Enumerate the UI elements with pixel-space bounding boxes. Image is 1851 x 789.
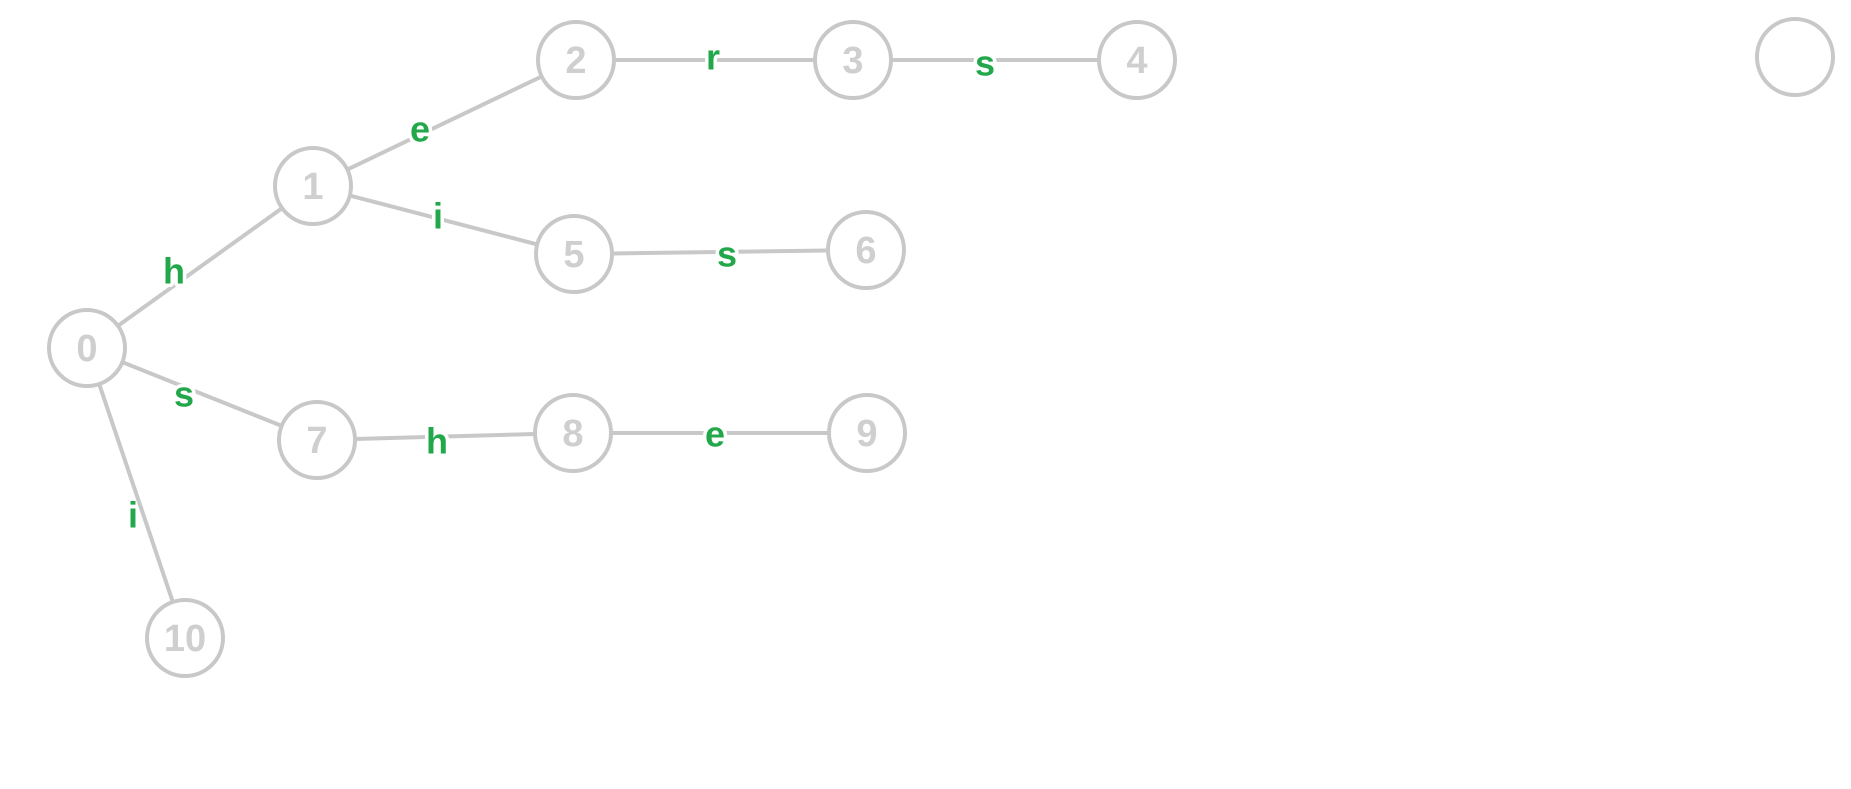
graph-node[interactable]: 9 <box>827 393 907 473</box>
graph-node-circle[interactable] <box>534 214 614 294</box>
graph-edge <box>97 383 175 603</box>
graph-node[interactable]: 2 <box>536 20 616 100</box>
graph-node[interactable]: 10 <box>145 598 225 678</box>
graph-node-label: 3 <box>842 40 863 82</box>
graph-edge-label: s <box>975 43 995 84</box>
graph-edge-label: s <box>717 234 737 275</box>
graph-edge-label: h <box>163 251 185 292</box>
graph-edge <box>354 432 536 441</box>
graph-node-label: 0 <box>76 328 97 370</box>
graph-edge <box>116 206 284 328</box>
graph-edge <box>346 74 543 172</box>
graph-edge <box>349 193 538 247</box>
graph-edge <box>611 248 829 256</box>
graph-node[interactable]: 3 <box>813 20 893 100</box>
graph-node[interactable]: 7 <box>277 400 357 480</box>
graph-node-label: 8 <box>562 413 583 455</box>
graph-node-label: 5 <box>563 234 584 276</box>
graph-node[interactable]: 8 <box>533 393 613 473</box>
nodes-layer: 0 1 2 3 4 5 6 7 8 9 10 <box>47 17 1835 678</box>
graph-node[interactable]: 6 <box>826 210 906 290</box>
graph-edge-label: i <box>433 196 443 237</box>
graph-edge <box>121 360 283 428</box>
graph-node-circle[interactable] <box>533 393 613 473</box>
graph-node-label: 7 <box>306 420 327 462</box>
graph-edge-label: i <box>128 495 138 536</box>
edge-labels-layer: h e r s i s s h e i <box>128 33 999 536</box>
graph-node-circle[interactable] <box>273 146 353 226</box>
graph-node-label: 1 <box>302 166 323 208</box>
graph-edge-label: s <box>174 374 194 415</box>
graph-node[interactable]: 1 <box>273 146 353 226</box>
graph-node-circle[interactable] <box>536 20 616 100</box>
graph-node-label: 10 <box>164 618 206 660</box>
graph-node-circle[interactable] <box>813 20 893 100</box>
graph-node-circle[interactable] <box>277 400 357 480</box>
graph-node[interactable]: 4 <box>1097 20 1177 100</box>
graph-node-circle[interactable] <box>145 598 225 678</box>
graph-edge-label: r <box>706 37 720 78</box>
graph-node-circle[interactable] <box>827 393 907 473</box>
graph-node-label: 6 <box>855 230 876 272</box>
graph-node-circle[interactable] <box>1755 17 1835 97</box>
graph-edge-label: e <box>705 414 725 455</box>
graph-node-circle[interactable] <box>1097 20 1177 100</box>
graph-edge-label: h <box>426 421 448 462</box>
graph-edge-label: e <box>410 109 430 150</box>
graph-node-label: 4 <box>1126 40 1147 82</box>
graph-node-circle[interactable] <box>826 210 906 290</box>
graph-node[interactable]: 5 <box>534 214 614 294</box>
graph-node-label: 2 <box>565 40 586 82</box>
edges-layer <box>97 58 1099 603</box>
graph-node[interactable]: 0 <box>47 308 127 388</box>
graph-node-circle[interactable] <box>47 308 127 388</box>
graph-node[interactable] <box>1755 17 1835 97</box>
graph-node-label: 9 <box>856 413 877 455</box>
